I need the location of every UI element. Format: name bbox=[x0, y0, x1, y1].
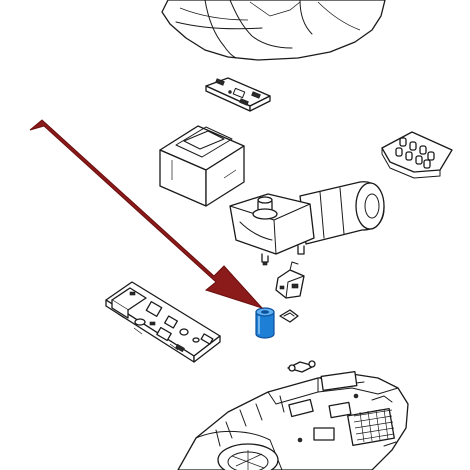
top-cover[interactable] bbox=[161, 0, 386, 61]
base-housing[interactable] bbox=[177, 371, 409, 470]
highlighted-capacitor[interactable] bbox=[255, 307, 275, 339]
terminal-block[interactable] bbox=[205, 77, 271, 112]
base-grill bbox=[347, 407, 395, 447]
transformer[interactable] bbox=[159, 125, 245, 207]
cable-clip[interactable] bbox=[287, 360, 316, 373]
gear-motor[interactable] bbox=[229, 181, 385, 266]
small-clip[interactable] bbox=[279, 309, 299, 323]
limit-switch[interactable] bbox=[275, 261, 305, 299]
circuit-board[interactable] bbox=[105, 281, 221, 363]
button-keypad[interactable] bbox=[381, 131, 453, 179]
pointer-arrow bbox=[29, 119, 264, 310]
